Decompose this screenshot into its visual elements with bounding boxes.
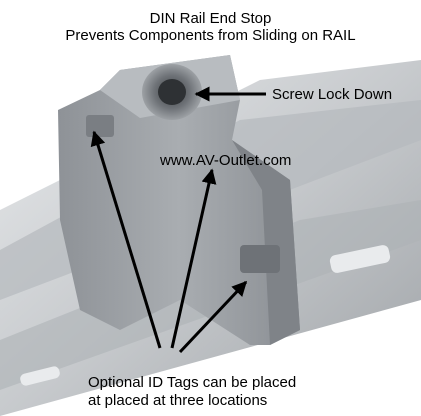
end-stop-body [58, 55, 300, 345]
screw-lock-label: Screw Lock Down [272, 86, 393, 103]
tag-arrow-middle [170, 168, 217, 349]
id-tags-caption: Optional ID Tags can be placed at placed… [88, 374, 296, 410]
title-block: DIN Rail End Stop Prevents Components fr… [0, 10, 421, 44]
tag-arrow-left [90, 130, 162, 349]
tags-line-2: at placed at three locations [88, 392, 268, 409]
screw-hole [142, 64, 202, 120]
tags-line-1: Optional ID Tags can be placed [88, 374, 297, 391]
website-watermark: www.AV-Outlet.com [160, 152, 292, 169]
title-line-2: Prevents Components from Sliding on RAIL [65, 27, 356, 44]
tag-arrow-right [178, 280, 248, 354]
title-line-1: DIN Rail End Stop [149, 10, 272, 27]
